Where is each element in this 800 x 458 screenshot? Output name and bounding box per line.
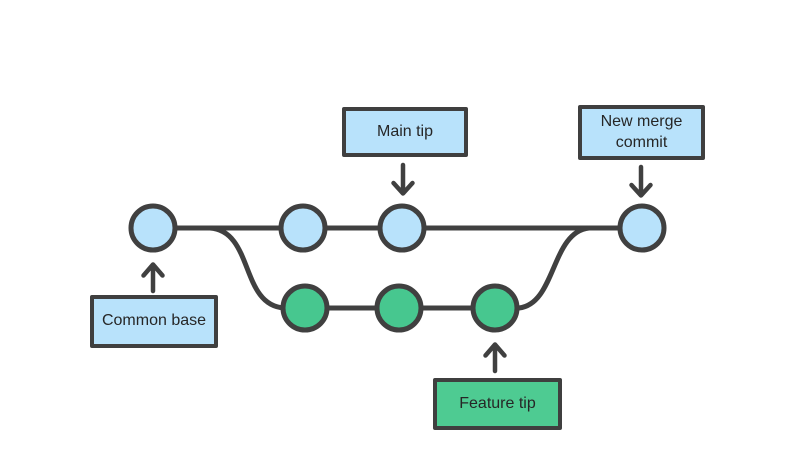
label-new-merge-commit-text: New merge commit bbox=[600, 112, 683, 151]
arrow-up-common-base-icon bbox=[141, 262, 165, 294]
commit-node-feature-2 bbox=[374, 283, 424, 333]
commit-node-feature-tip bbox=[470, 283, 520, 333]
label-feature-tip: Feature tip bbox=[433, 378, 562, 430]
label-new-merge-commit: New merge commit bbox=[578, 105, 705, 160]
label-common-base: Common base bbox=[90, 295, 218, 348]
arrow-down-main-tip-icon bbox=[391, 162, 415, 196]
label-common-base-text: Common base bbox=[101, 312, 207, 330]
label-feature-tip-text: Feature tip bbox=[459, 394, 536, 412]
commit-node-main-2 bbox=[278, 203, 328, 253]
arrow-down-new-merge-icon bbox=[629, 164, 653, 198]
commit-node-main-tip bbox=[377, 203, 427, 253]
commit-node-common-base bbox=[128, 203, 178, 253]
commit-node-new-merge bbox=[617, 203, 667, 253]
label-main-tip-text: Main tip bbox=[376, 122, 434, 140]
arrow-up-feature-tip-icon bbox=[483, 342, 507, 374]
label-main-tip: Main tip bbox=[342, 107, 468, 157]
commit-node-feature-1 bbox=[280, 283, 330, 333]
